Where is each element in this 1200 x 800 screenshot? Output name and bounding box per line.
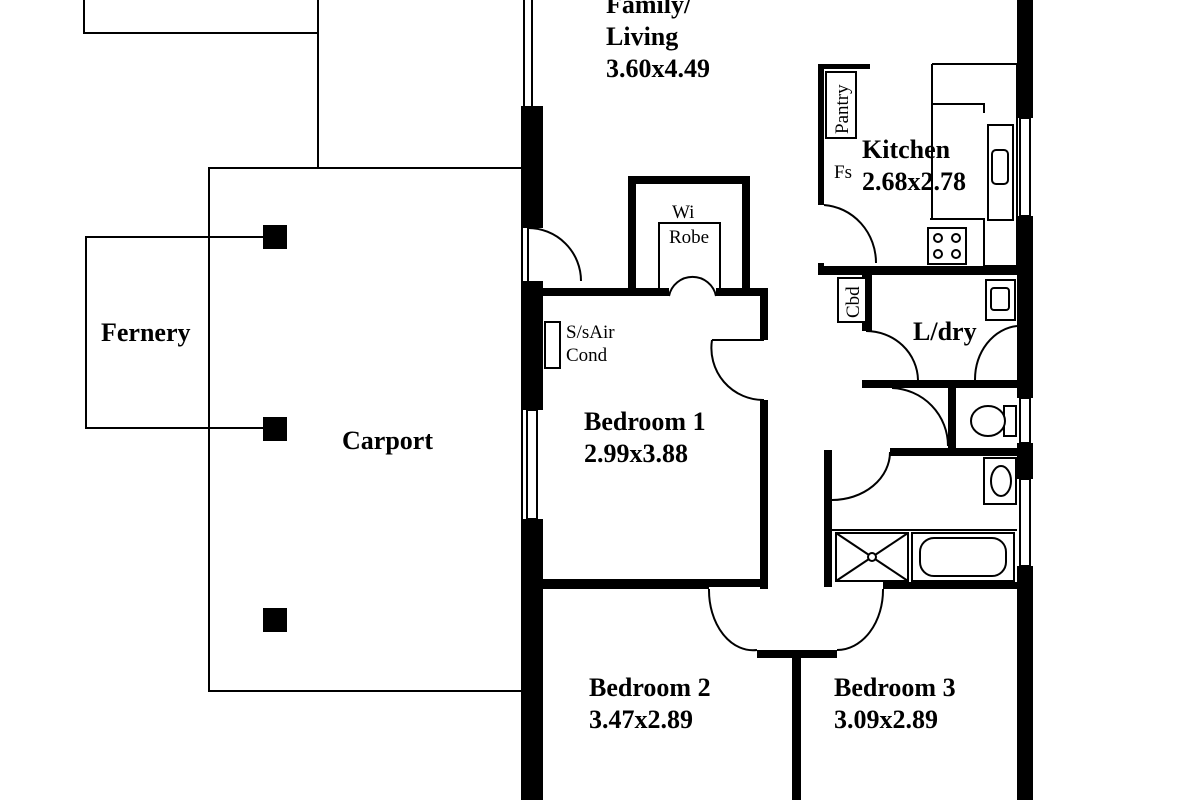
robe-inner [658,222,721,288]
air-cond-line1: S/sAir [566,322,615,343]
east-wall [1017,0,1033,118]
shower-drain [867,552,877,562]
bedroom3-label: Bedroom 3 [834,673,956,702]
bath-wall [824,450,832,587]
doors [527,204,1018,652]
window [1019,117,1031,217]
bed1-wall [716,288,767,296]
bedroom1-size: 2.99x3.88 [584,439,688,468]
bedroom2-label: Bedroom 2 [589,673,711,702]
robe-wall [742,176,750,296]
burner [951,233,961,243]
burner [933,233,943,243]
bedroom1-label: Bedroom 1 [584,407,706,436]
pantry-label: Pantry [832,84,853,134]
door-swing [865,330,919,381]
west-wall [521,106,543,228]
door-swing [973,325,1018,381]
windows [526,117,1031,567]
door-swing [668,275,717,297]
kitchen-wall [818,64,824,205]
post-marker [263,608,287,632]
burner [933,249,943,259]
west-wall [521,281,543,410]
kitchen-size: 2.68x2.78 [862,167,966,196]
air-cond-line2: Cond [566,345,608,366]
top-left-structure [83,0,319,34]
vanity-basin [990,465,1012,497]
pantry-box [825,71,857,139]
bed1-wall [760,288,768,340]
walls [521,0,1033,800]
kitchen-bench [931,63,1018,267]
bedroom2-size: 3.47x2.89 [589,705,693,734]
door-swing [707,588,758,652]
toilet-bowl [970,405,1006,437]
kitchen-label: Kitchen [862,135,951,164]
post-marker [263,417,287,441]
robe-wall [628,176,636,296]
family-label-line2: Living [606,22,678,51]
door-swing [831,451,891,501]
door-swing [836,588,885,651]
kitchen-wall [818,266,870,275]
east-wall [1017,443,1033,479]
robe-label-line2: Robe [669,227,709,248]
east-wall [1017,216,1033,398]
carport-outline [208,167,523,692]
laundry-tub-bowl [990,287,1010,311]
cupboard-label: Cbd [843,286,864,318]
bath-wall [890,448,1017,456]
bed-wall [883,582,1017,589]
laundry-wall [862,380,1017,388]
sink-bowl [991,149,1009,185]
carport-label: Carport [342,426,433,455]
bed1-wall [760,400,768,589]
window [526,409,538,520]
door-swing [527,227,582,282]
burner [951,249,961,259]
window [1019,478,1031,567]
door-swing [823,204,878,264]
fernery-label: Fernery [101,318,191,347]
air-cond-unit [544,321,561,369]
outdoor-structures [83,0,523,692]
west-wall [521,519,543,800]
bed-partition [792,650,801,800]
robe-label-line1: Wi [672,202,694,223]
sliding-door [523,0,533,106]
cooktop [927,227,967,265]
kitchen-wall [818,64,870,69]
bed1-wall [543,288,669,296]
kitchen-wall [870,266,1017,275]
fridge-space-label: Fs [834,162,852,183]
bed-wall [543,582,709,589]
bath-wall [948,388,956,448]
door-swing [710,339,765,402]
bedroom3-size: 3.09x2.89 [834,705,938,734]
family-label-line1: Family/ [606,0,692,19]
bath-inner [919,537,1007,577]
laundry-label: L/dry [913,317,977,346]
robe-wall [628,176,750,184]
cupboard-box [837,277,867,323]
fernery-outline [85,236,275,429]
east-wall [1017,566,1033,800]
labels: Family/ Living 3.60x4.49 Kitchen 2.68x2.… [101,0,977,734]
family-size: 3.60x4.49 [606,54,710,83]
post-marker [263,225,287,249]
carport-posts [263,225,287,632]
door-swing [891,387,949,447]
window [1019,397,1031,444]
fixtures [544,63,1018,582]
